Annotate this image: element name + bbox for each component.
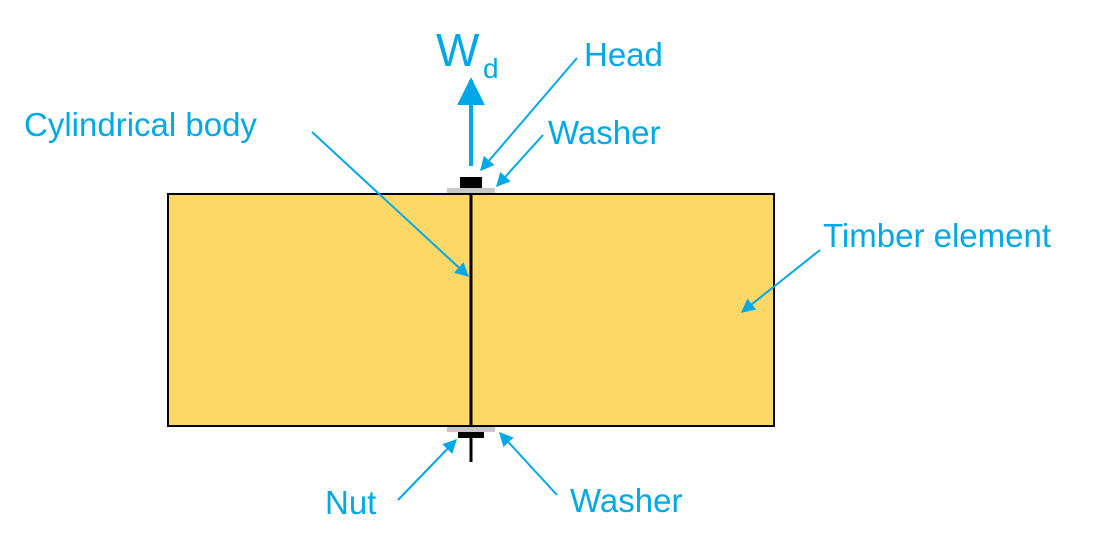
head-label: Head [584, 36, 663, 73]
force-label-main: W [436, 24, 480, 76]
force-label: W d [436, 24, 499, 84]
cylindrical-body-leader [311, 131, 470, 277]
washer-bottom-label: Washer [570, 482, 682, 519]
washer-top-leader [496, 134, 544, 188]
cylindrical-body-label: Cylindrical body [24, 106, 257, 143]
timber-element-leader [740, 249, 821, 313]
bottom-washer [447, 427, 495, 432]
leader-lines [311, 57, 821, 501]
bolt-head [460, 177, 482, 188]
nut-leader [397, 438, 457, 501]
timber-element-label: Timber element [823, 217, 1051, 254]
top-washer [447, 188, 495, 193]
washer-top-label: Washer [548, 114, 660, 151]
nut-label: Nut [325, 484, 376, 521]
nut [458, 432, 484, 438]
washer-bottom-leader [499, 431, 558, 496]
head-leader [480, 57, 578, 172]
force-label-sub: d [483, 53, 499, 84]
